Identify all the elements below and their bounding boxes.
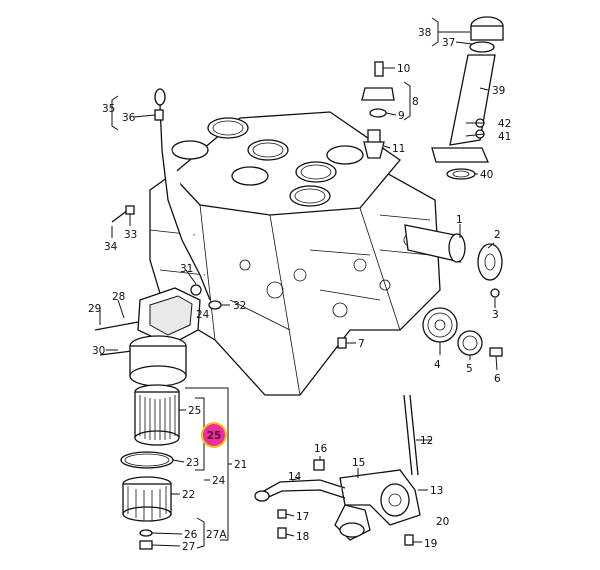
label-6: 6 [494, 373, 501, 385]
label-25: 25 [188, 405, 201, 417]
label-14: 14 [288, 471, 302, 483]
label-31: 31 [180, 263, 193, 275]
label-42: 42 [498, 118, 511, 130]
label-24-filter: 24 [212, 475, 226, 487]
label-18: 18 [296, 531, 309, 543]
sprocket-4 [422, 307, 458, 355]
label-24-bracket: 24 [196, 309, 210, 321]
label-19: 19 [424, 538, 437, 550]
label-9: 9 [398, 110, 405, 122]
label-36: 36 [122, 112, 136, 124]
label-15: 15 [352, 457, 365, 469]
oil-filter-element [134, 384, 186, 446]
label-13: 13 [430, 485, 443, 497]
label-10: 10 [397, 63, 410, 75]
label-28: 28 [112, 291, 125, 303]
label-3: 3 [492, 309, 499, 321]
oil-filter-housing [129, 335, 187, 387]
label-32: 32 [233, 300, 246, 312]
highlight-marker-25[interactable]: 25 [201, 422, 227, 448]
label-23: 23 [186, 457, 199, 469]
label-27: 27 [182, 541, 195, 553]
label-27a: 27A [206, 529, 227, 541]
label-2: 2 [494, 229, 501, 241]
oil-pump-assembly [254, 394, 432, 546]
label-17: 17 [296, 511, 309, 523]
label-5: 5 [466, 363, 473, 375]
label-20: 20 [436, 516, 449, 528]
label-39: 39 [492, 85, 505, 97]
part-labels: 1 2 3 4 5 6 7 8 9 10 11 12 13 14 15 16 1… [88, 27, 511, 553]
label-12: 12 [420, 435, 433, 447]
crankshaft-flange [404, 224, 503, 308]
o-ring-23 [120, 451, 185, 469]
label-35: 35 [102, 103, 115, 115]
oil-filter-cap [122, 476, 180, 522]
label-37: 37 [442, 37, 455, 49]
oil-filter-bracket [94, 287, 201, 356]
label-11: 11 [392, 143, 405, 155]
label-34: 34 [104, 241, 118, 253]
label-16: 16 [314, 443, 328, 455]
dowel-7 [337, 337, 356, 349]
label-4: 4 [434, 359, 441, 371]
label-26: 26 [184, 529, 198, 541]
label-41: 41 [498, 131, 511, 143]
oil-filler-neck [431, 16, 504, 180]
drain-plug-27 [139, 540, 181, 550]
highlight-label: 25 [207, 430, 222, 442]
dipstick [111, 88, 211, 301]
bolt-33-34 [111, 205, 135, 238]
label-38: 38 [418, 27, 431, 39]
label-7: 7 [358, 338, 365, 350]
label-33: 33 [124, 229, 137, 241]
label-29: 29 [88, 303, 101, 315]
seal-26 [139, 529, 183, 537]
label-30: 30 [92, 345, 105, 357]
label-40: 40 [480, 169, 493, 181]
oil-pressure-sender [361, 61, 411, 159]
label-8: 8 [412, 96, 419, 108]
label-21: 21 [234, 459, 247, 471]
sprocket-5 [457, 330, 483, 360]
clip-31-32 [185, 269, 230, 310]
bolt-6 [489, 347, 503, 371]
label-1: 1 [456, 214, 463, 226]
engine-block [149, 111, 441, 396]
label-22: 22 [182, 489, 195, 501]
